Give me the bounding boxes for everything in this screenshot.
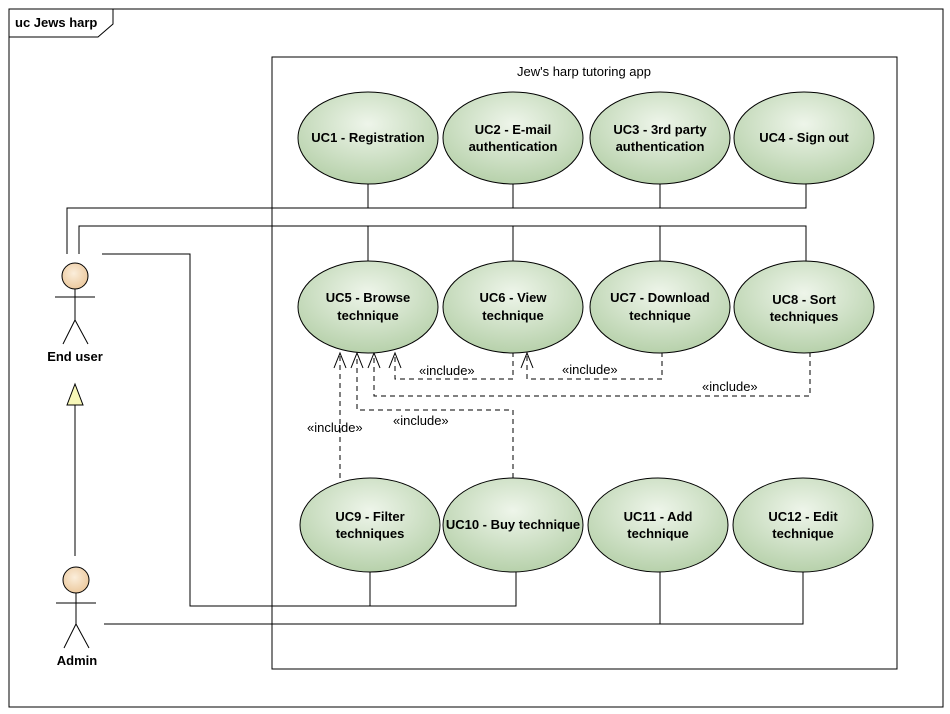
association-end-user-bottom-row	[102, 253, 517, 607]
use-case-label-uc7-line2: technique	[629, 308, 690, 323]
use-case-ellipse[interactable]	[442, 91, 584, 185]
associations	[66, 184, 807, 625]
use-case-ellipse[interactable]	[589, 91, 731, 185]
include-uc7-uc6	[526, 352, 663, 380]
use-case-ellipse[interactable]	[442, 477, 584, 573]
use-case-label-uc2-line2: authentication	[469, 139, 558, 154]
use-case-label-uc5-line2: technique	[337, 308, 398, 323]
include-arrowhead-uc9-uc5	[333, 351, 347, 369]
use-case-uc5[interactable]: UC5 - Browse technique	[297, 260, 439, 354]
use-case-label-uc4: UC4 - Sign out	[759, 130, 849, 145]
include-label-uc6-uc5: «include»	[419, 363, 475, 378]
use-case-label-uc8-line2: techniques	[770, 309, 839, 324]
actor-end-user[interactable]: End user	[47, 262, 103, 364]
include-arrowhead-uc10-uc5	[350, 351, 364, 369]
include-label-uc7-uc6: «include»	[562, 362, 618, 377]
use-case-ellipse[interactable]	[587, 477, 729, 573]
actor-name-admin: Admin	[57, 653, 98, 668]
use-cases: UC1 - Registration UC2 - E-mail authenti…	[297, 91, 875, 573]
association-admin	[104, 572, 804, 625]
actor-head-icon	[62, 566, 90, 594]
use-case-label-uc1: UC1 - Registration	[311, 130, 424, 145]
frame-title: uc Jews harp	[15, 15, 97, 30]
use-case-label-uc3-line2: authentication	[616, 139, 705, 154]
include-uc8-uc5	[373, 352, 811, 397]
use-case-label-uc9-line1: UC9 - Filter	[335, 509, 404, 524]
use-case-label-uc3-line1: UC3 - 3rd party	[613, 122, 707, 137]
use-case-label-uc6-line2: technique	[482, 308, 543, 323]
actor-head-icon	[61, 262, 89, 290]
use-case-label-uc10: UC10 - Buy technique	[446, 517, 580, 532]
use-case-ellipse[interactable]	[589, 260, 731, 354]
use-case-ellipse[interactable]	[297, 91, 439, 185]
actor-legs	[63, 622, 90, 649]
use-case-uc7[interactable]: UC7 - Download technique	[589, 260, 731, 354]
use-case-label-uc5-line1: UC5 - Browse	[326, 290, 411, 305]
use-case-ellipse[interactable]	[732, 477, 874, 573]
use-case-label-uc6-line1: UC6 - View	[480, 290, 548, 305]
generalization-arrowhead	[66, 382, 84, 406]
use-case-label-uc9-line2: techniques	[336, 526, 405, 541]
actor-legs	[62, 318, 89, 345]
use-case-label-uc2-line1: UC2 - E-mail	[475, 122, 552, 137]
use-case-ellipse[interactable]	[733, 260, 875, 354]
use-case-uc10[interactable]: UC10 - Buy technique	[442, 477, 584, 573]
use-case-label-uc12-line2: technique	[772, 526, 833, 541]
use-case-label-uc8-line1: UC8 - Sort	[772, 292, 836, 307]
use-case-ellipse[interactable]	[442, 260, 584, 354]
use-case-label-uc7-line1: UC7 - Download	[610, 290, 710, 305]
association-end-user-second-row	[78, 225, 807, 262]
use-case-label-uc12-line1: UC12 - Edit	[768, 509, 838, 524]
include-label-uc10-uc5: «include»	[393, 413, 449, 428]
generalization-admin-end-user	[66, 382, 84, 556]
use-case-ellipse[interactable]	[733, 91, 875, 185]
use-case-uc9[interactable]: UC9 - Filter techniques	[299, 477, 441, 573]
frame-title-tab	[9, 8, 114, 38]
include-dependencies: «include» «include» «include» «include» …	[307, 351, 811, 478]
use-case-uc6[interactable]: UC6 - View technique	[442, 260, 584, 354]
use-case-uc1[interactable]: UC1 - Registration	[297, 91, 439, 185]
use-case-uc2[interactable]: UC2 - E-mail authentication	[442, 91, 584, 185]
use-case-uc4[interactable]: UC4 - Sign out	[733, 91, 875, 185]
use-case-uc12[interactable]: UC12 - Edit technique	[732, 477, 874, 573]
use-case-uc8[interactable]: UC8 - Sort techniques	[733, 260, 875, 354]
use-case-uc11[interactable]: UC11 - Add technique	[587, 477, 729, 573]
frame-border	[8, 8, 944, 708]
use-case-label-uc11-line2: technique	[627, 526, 688, 541]
use-case-uc3[interactable]: UC3 - 3rd party authentication	[589, 91, 731, 185]
system-title: Jew's harp tutoring app	[517, 64, 651, 79]
include-arrowhead-uc6-uc5	[388, 351, 402, 369]
use-case-ellipse[interactable]	[297, 260, 439, 354]
use-case-label-uc11-line1: UC11 - Add	[624, 509, 693, 524]
actor-name-end-user: End user	[47, 349, 103, 364]
include-arrowhead-uc7-uc6	[520, 351, 534, 369]
actor-admin[interactable]: Admin	[56, 566, 98, 668]
use-case-ellipse[interactable]	[299, 477, 441, 573]
include-label-uc9-uc5: «include»	[307, 420, 363, 435]
association-end-user-top-row	[66, 184, 807, 254]
diagram-frame: uc Jews harp	[8, 8, 944, 708]
include-uc6-uc5	[394, 352, 514, 380]
include-uc10-uc5	[356, 356, 514, 478]
include-label-uc8-uc5: «include»	[702, 379, 758, 394]
